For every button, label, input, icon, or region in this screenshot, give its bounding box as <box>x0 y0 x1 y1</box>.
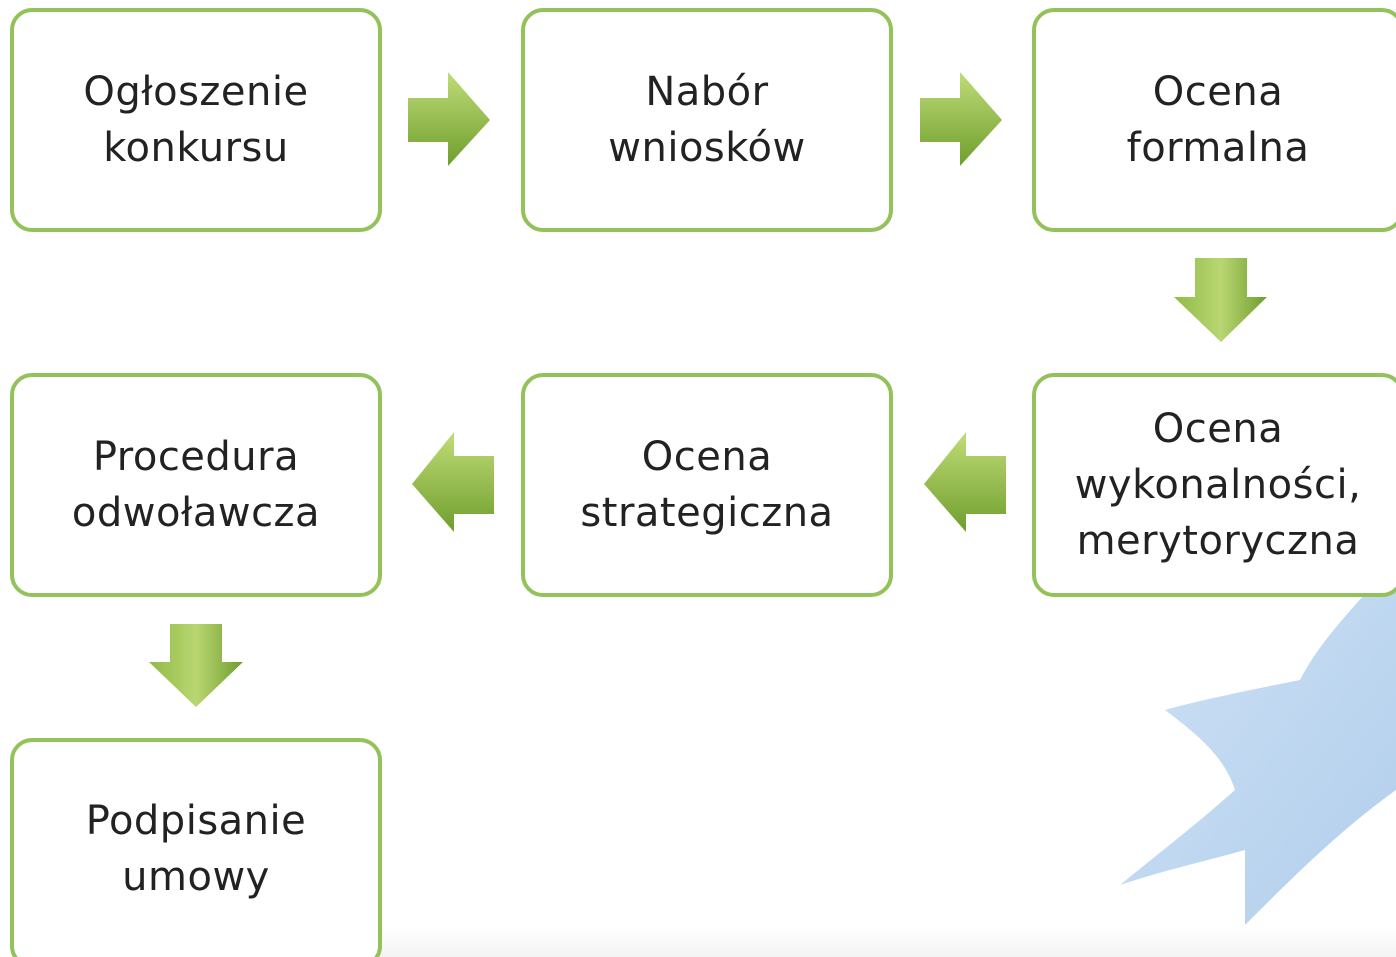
node-nabor-wnioskow: Nabór wniosków <box>521 8 893 232</box>
arrow-down-icon <box>149 624 243 707</box>
node-label: Ocena wykonalności, merytoryczna <box>1074 406 1362 564</box>
bottom-fade <box>380 928 1396 957</box>
node-procedura-odwolawcza: Procedura odwoławcza <box>10 373 382 597</box>
node-label: Nabór wniosków <box>608 69 806 171</box>
node-ocena-wykonalnosci: Ocena wykonalności, merytoryczna <box>1032 373 1396 597</box>
arrow-down-icon <box>1174 258 1267 342</box>
arrow-right-icon <box>920 72 1002 166</box>
node-label: Ocena strategiczna <box>580 434 834 536</box>
node-label: Podpisanie umowy <box>85 798 307 900</box>
node-ocena-strategiczna: Ocena strategiczna <box>521 373 893 597</box>
arrow-right-icon <box>408 72 490 166</box>
node-ocena-formalna: Ocena formalna <box>1032 8 1396 232</box>
node-ogloszenie-konkursu: Ogłoszenie konkursu <box>10 8 382 232</box>
node-podpisanie-umowy: Podpisanie umowy <box>10 738 382 957</box>
arrow-left-icon <box>412 432 494 532</box>
node-label: Ogłoszenie konkursu <box>83 69 309 171</box>
arrow-left-icon <box>924 432 1006 532</box>
node-label: Procedura odwoławcza <box>71 434 321 536</box>
node-label: Ocena formalna <box>1126 69 1310 171</box>
